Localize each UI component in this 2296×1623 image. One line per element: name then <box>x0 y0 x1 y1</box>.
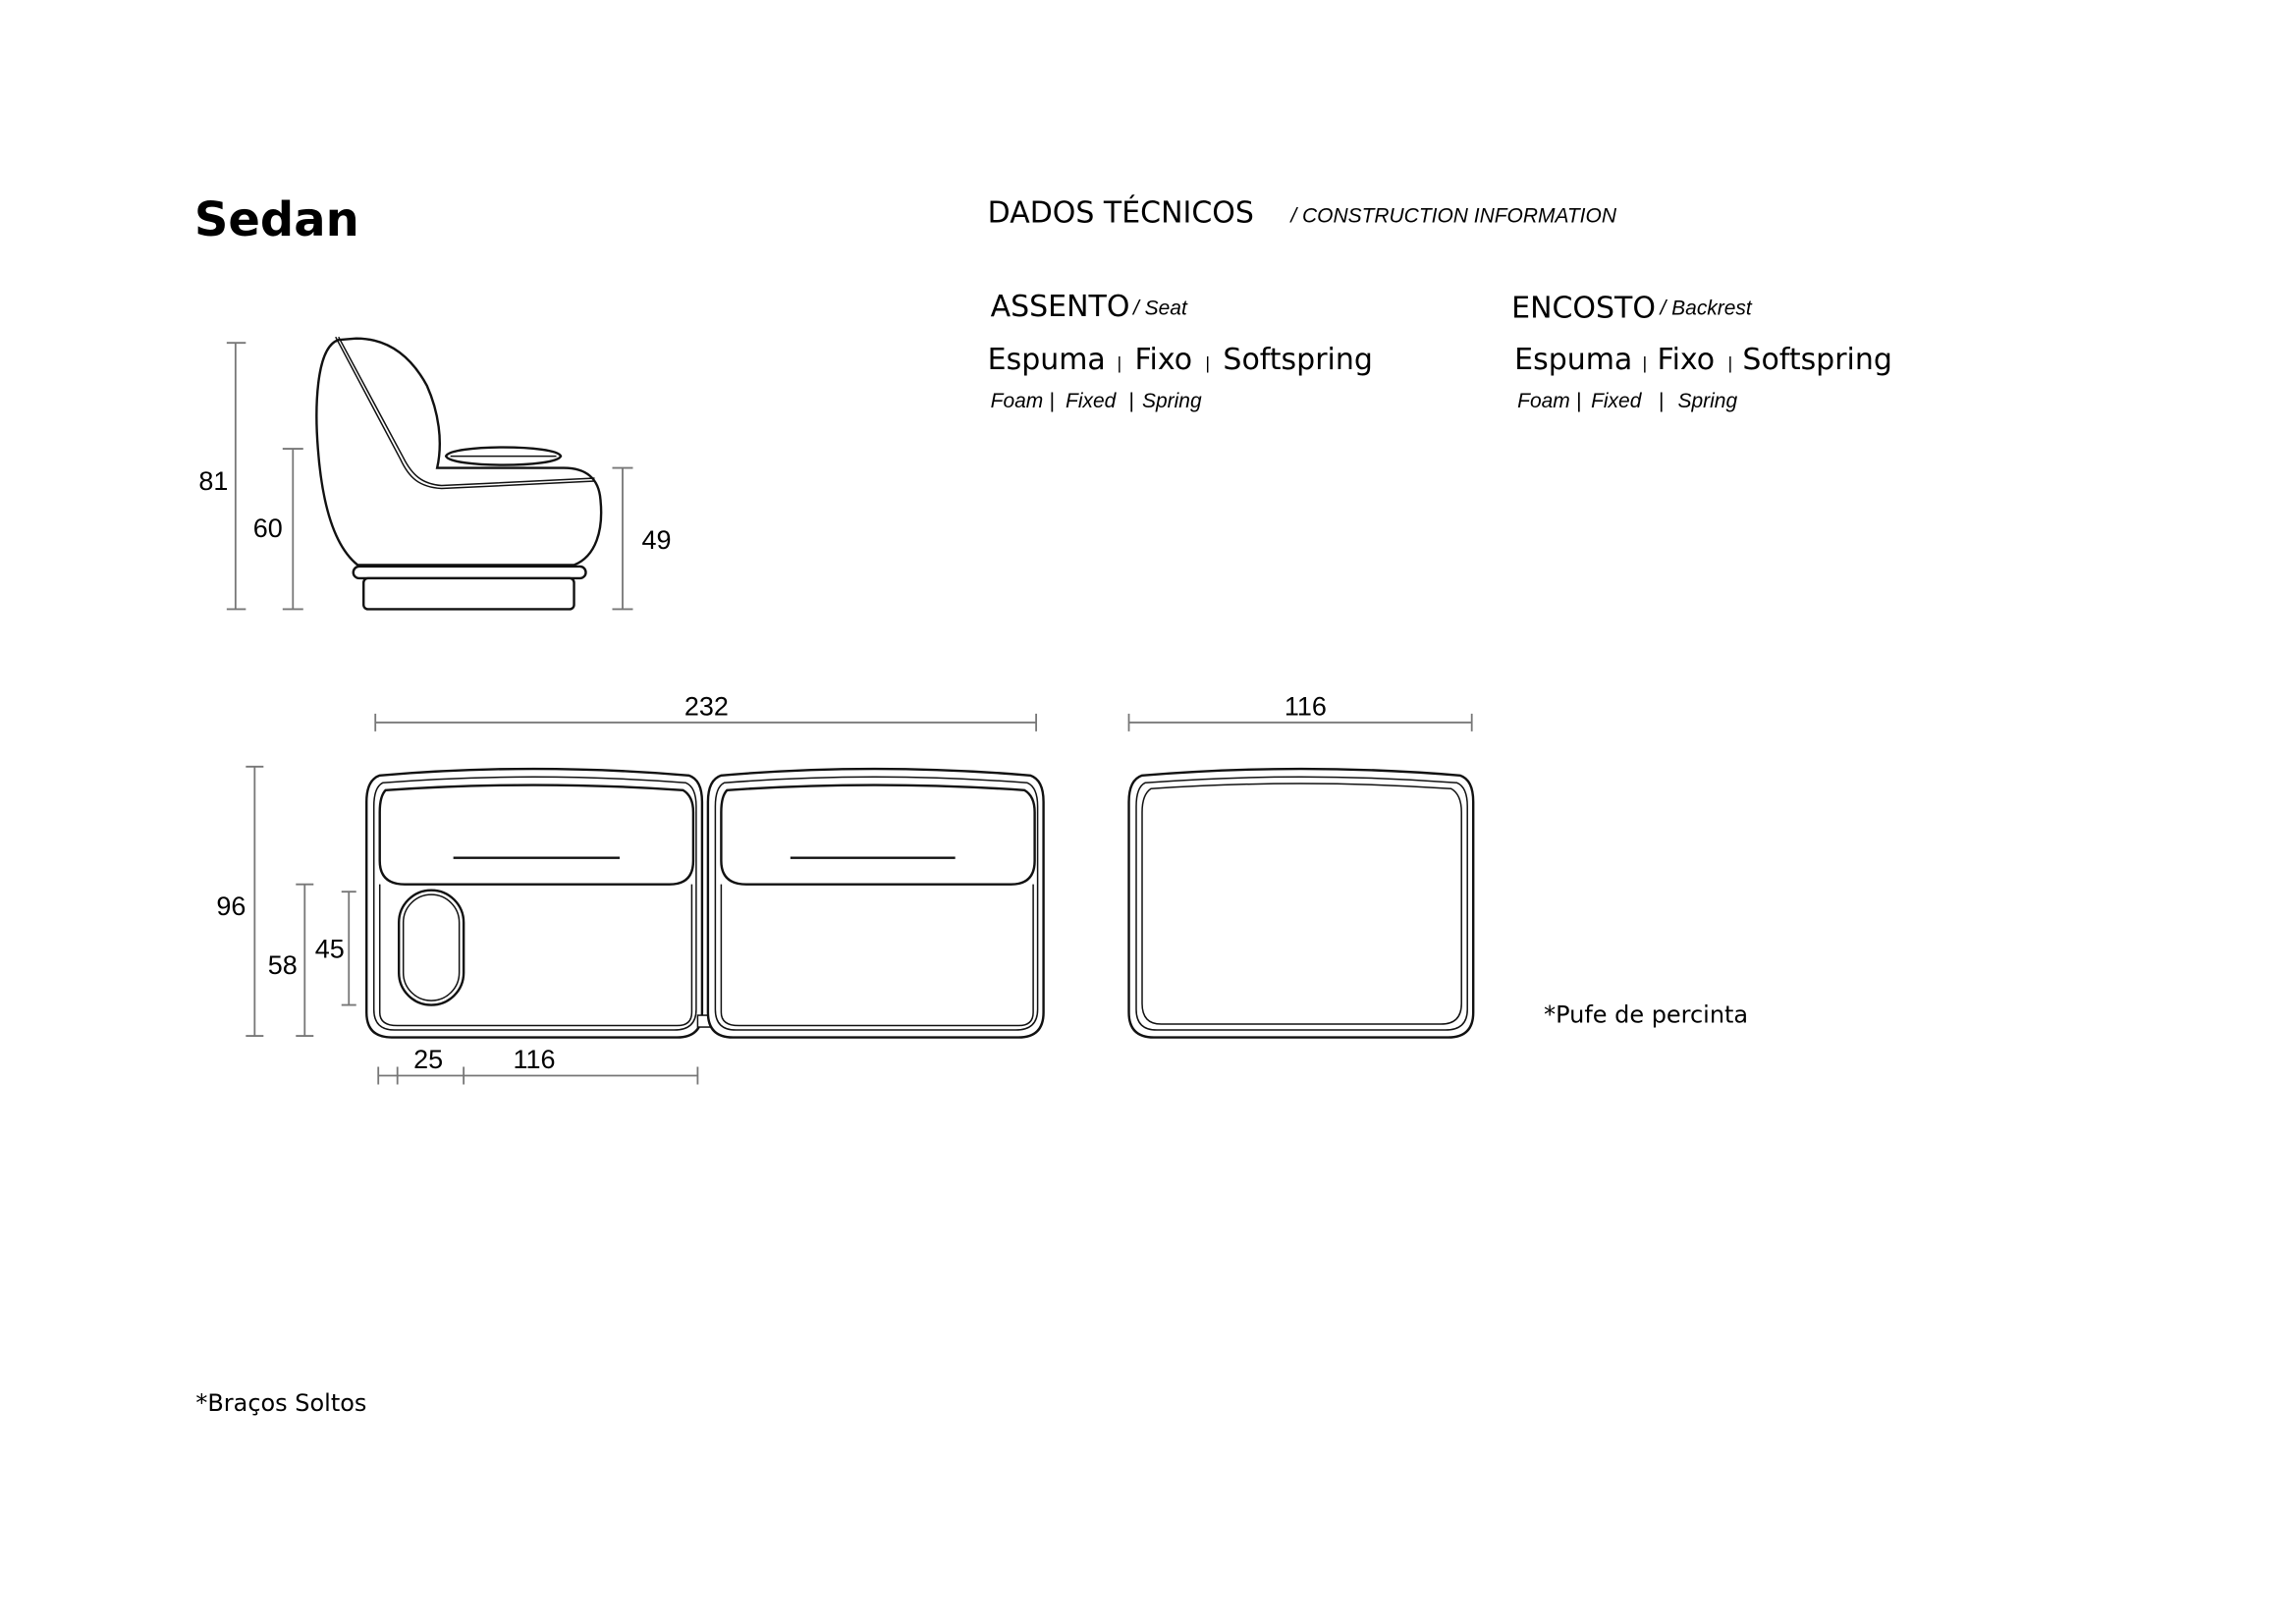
sofa-module-right <box>706 767 1045 1039</box>
seat-material-en-2: Fixed <box>1066 390 1118 412</box>
dimension-line-back-height <box>282 448 303 611</box>
seat-label: ASSENTO <box>991 290 1130 324</box>
sofa-width-label: 232 <box>684 691 729 721</box>
backrest-label-en: / Backrest <box>1659 298 1753 320</box>
section-title: DADOS TÉCNICOS <box>988 194 1254 230</box>
backrest-material-en-1: Foam <box>1517 390 1570 412</box>
separator: | <box>1050 390 1055 412</box>
dimension-line-seat-height <box>612 466 633 611</box>
seat-material-2: Fixo <box>1135 343 1193 377</box>
dimension-line-seat-depth <box>296 883 314 1037</box>
separator: | <box>1659 390 1664 412</box>
seat-material-en-3: Spring <box>1142 390 1202 412</box>
product-title: Sedan <box>194 192 359 247</box>
dimension-line-arm-depth <box>341 891 356 1006</box>
backrest-info: ENCOSTO / Backrest Espuma | Fixo | Softs… <box>1511 292 1892 412</box>
backrest-material-3: Softspring <box>1742 343 1891 377</box>
seat-label-en: / Seat <box>1131 298 1188 320</box>
backrest-label: ENCOSTO <box>1511 292 1656 326</box>
backrest-material-2: Fixo <box>1658 343 1716 377</box>
dimension-line-depth <box>246 765 264 1037</box>
arm-depth-label: 45 <box>315 935 345 964</box>
seat-height-label: 49 <box>641 525 671 555</box>
separator: | <box>1205 353 1210 373</box>
seat-depth-label: 58 <box>268 950 298 980</box>
backrest-material-1: Espuma <box>1514 343 1632 377</box>
side-view-drawing: 81 60 49 <box>198 336 671 611</box>
pouf-top-view <box>1127 767 1475 1039</box>
backrest-material-en-3: Spring <box>1678 390 1738 412</box>
seat-material-1: Espuma <box>988 343 1106 377</box>
pouf-note: *Pufe de percinta <box>1544 1001 1748 1029</box>
pouf-width-label: 116 <box>1285 691 1327 721</box>
total-height-label: 81 <box>198 466 228 496</box>
seat-material-en-1: Foam <box>991 390 1044 412</box>
separator: | <box>1129 390 1134 412</box>
separator: | <box>1643 353 1648 373</box>
separator: | <box>1576 390 1581 412</box>
sofa-module-left <box>365 767 704 1039</box>
dimension-line-sofa-width <box>374 713 1038 731</box>
separator: | <box>1118 353 1122 373</box>
seat-material-3: Softspring <box>1223 343 1372 377</box>
back-height-label: 60 <box>253 514 283 543</box>
depth-label: 96 <box>216 892 246 921</box>
module-width-label: 116 <box>514 1045 556 1074</box>
top-view-drawing: 232 116 96 58 45 25 116 <box>216 691 1475 1085</box>
dimension-line-bottom <box>377 1066 699 1085</box>
section-subtitle: / CONSTRUCTION INFORMATION <box>1288 204 1616 227</box>
arm-width-label: 25 <box>413 1045 443 1074</box>
dimension-line-pouf-width <box>1127 713 1473 731</box>
arms-note: *Braços Soltos <box>195 1389 366 1417</box>
backrest-material-en-2: Fixed <box>1591 390 1643 412</box>
separator: | <box>1727 353 1732 373</box>
dimension-line-total-height <box>226 342 246 611</box>
seat-info: ASSENTO / Seat Espuma | Fixo | Softsprin… <box>988 290 1373 412</box>
